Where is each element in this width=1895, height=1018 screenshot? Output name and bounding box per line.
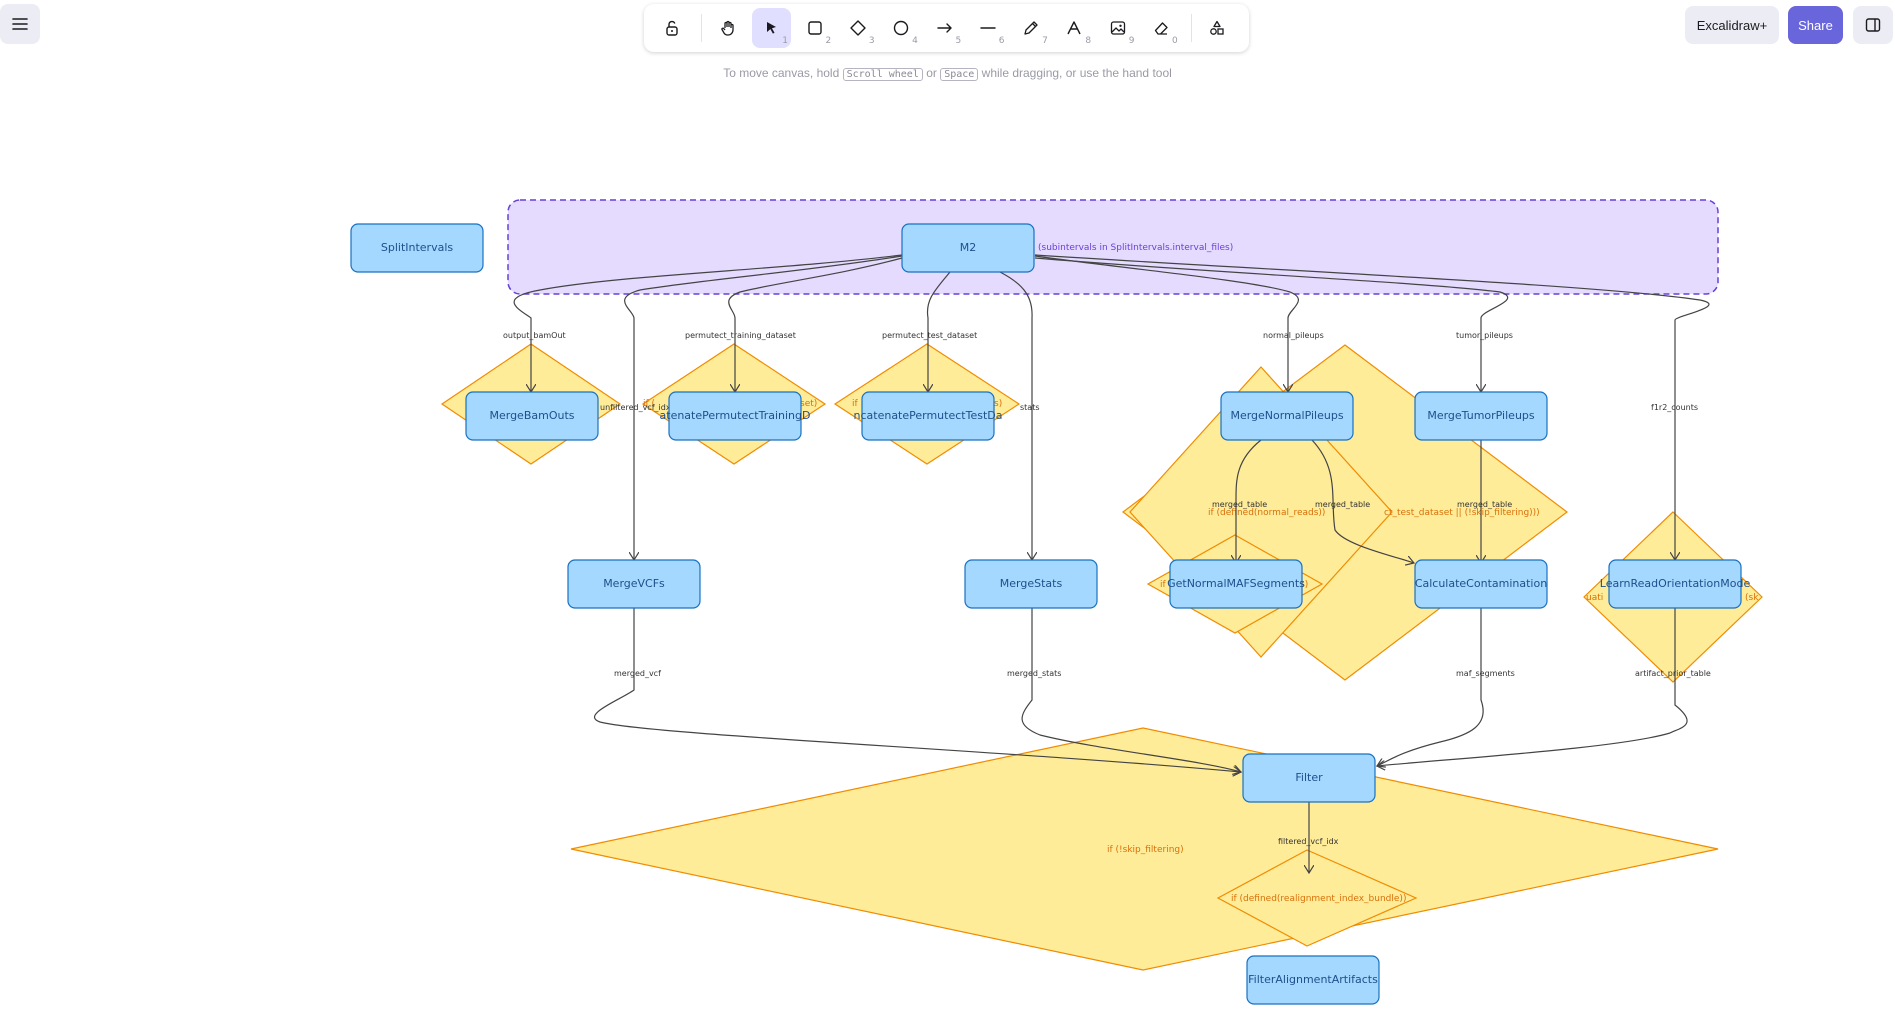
node[interactable]: MergeNormalPileups xyxy=(1221,392,1353,440)
node-label: MergeBamOuts xyxy=(489,409,574,422)
node-label: MergeNormalPileups xyxy=(1230,409,1343,422)
condition-label: if (!skip_filtering) xyxy=(1107,845,1184,855)
node[interactable]: ncatenatePermutectTestDa xyxy=(854,392,1003,440)
condition-label: s) xyxy=(994,399,1002,409)
edge-label: merged_table xyxy=(1212,500,1267,509)
node-label: M2 xyxy=(960,241,977,254)
node-label: atenatePermutectTrainingD xyxy=(660,409,811,422)
node[interactable]: M2 xyxy=(902,224,1034,272)
condition-label: ct_test_dataset || (!skip_filtering))) xyxy=(1384,508,1540,518)
edge-label: merged_vcf xyxy=(614,669,661,678)
edge-label: maf_segments xyxy=(1456,669,1515,678)
node-label: MergeVCFs xyxy=(603,577,665,590)
edge-label: tumor_pileups xyxy=(1456,331,1513,340)
edge-label: permutect_training_dataset xyxy=(685,331,796,340)
condition-label: if xyxy=(1160,580,1167,590)
node-label: MergeStats xyxy=(1000,577,1063,590)
node[interactable]: SplitIntervals xyxy=(351,224,483,272)
edge-label: merged_stats xyxy=(1007,669,1061,678)
node-label: LearnReadOrientationMode xyxy=(1600,577,1751,590)
edge-label: merged_table xyxy=(1315,500,1370,509)
node-label: GetNormalMAFSegments xyxy=(1167,577,1305,590)
edge-label: filtered_vcf_idx xyxy=(1278,837,1339,846)
condition-label: set) xyxy=(800,399,817,409)
node-label: ncatenatePermutectTestDa xyxy=(854,409,1003,422)
node[interactable]: MergeBamOuts xyxy=(466,392,598,440)
condition-label: if (defined(realignment_index_bundle)) xyxy=(1231,894,1406,904)
edge-label: stats xyxy=(1020,403,1040,412)
edge-label: artifact_prior_table xyxy=(1635,669,1711,678)
node[interactable]: MergeTumorPileups xyxy=(1415,392,1547,440)
edge-label: output_bamOut xyxy=(503,331,566,340)
condition-label: if xyxy=(852,399,859,409)
edge-label: permutect_test_dataset xyxy=(882,331,977,340)
condition-label: uati xyxy=(1586,593,1603,603)
node-label: FilterAlignmentArtifacts xyxy=(1248,973,1378,986)
conditional-diamonds xyxy=(442,344,1762,970)
node[interactable]: CalculateContamination xyxy=(1415,560,1547,608)
node-label: Filter xyxy=(1295,771,1323,784)
node-label: CalculateContamination xyxy=(1415,577,1547,590)
scatter-group-label: (subintervals in SplitIntervals.interval… xyxy=(1038,243,1233,253)
condition-label: (sk xyxy=(1745,593,1759,603)
condition-label: if (defined(normal_reads)) xyxy=(1208,508,1325,518)
edge-label: merged_table xyxy=(1457,500,1512,509)
edge-arrow[interactable] xyxy=(1000,272,1032,560)
node[interactable]: atenatePermutectTrainingD xyxy=(660,392,811,440)
node[interactable]: FilterAlignmentArtifacts xyxy=(1247,956,1379,1004)
node[interactable]: LearnReadOrientationMode xyxy=(1600,560,1751,608)
node[interactable]: MergeStats xyxy=(965,560,1097,608)
node[interactable]: MergeVCFs xyxy=(568,560,700,608)
node[interactable]: Filter xyxy=(1243,754,1375,802)
node-label: SplitIntervals xyxy=(381,241,454,254)
node[interactable]: GetNormalMAFSegments xyxy=(1167,560,1305,608)
edge-label: normal_pileups xyxy=(1263,331,1324,340)
node-label: MergeTumorPileups xyxy=(1427,409,1535,422)
edge-label: f1r2_counts xyxy=(1651,403,1698,412)
